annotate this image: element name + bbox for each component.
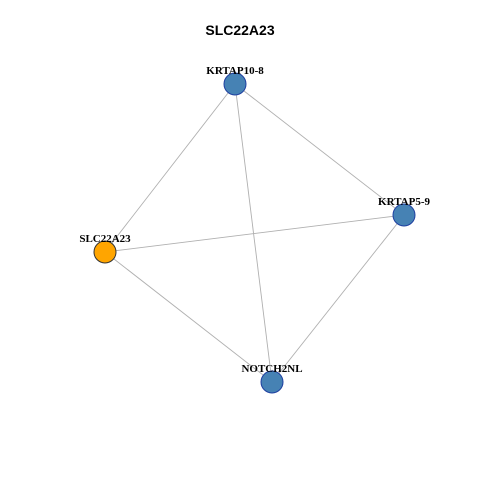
- node-layer: [93, 72, 416, 394]
- edge-krtap5-9-notch2nl: [271, 214, 405, 383]
- node-label-krtap10-8: KRTAP10-8: [206, 65, 264, 77]
- edge-slc22a23-notch2nl: [104, 251, 273, 383]
- node-krtap5-9[interactable]: [392, 203, 416, 227]
- diagram-title: SLC22A23: [205, 22, 275, 38]
- edge-krtap10-8-slc22a23: [104, 83, 236, 253]
- edge-slc22a23-krtap5-9: [104, 214, 405, 253]
- edge-krtap10-8-krtap5-9: [234, 83, 405, 216]
- node-label-notch2nl: NOTCH2NL: [241, 363, 302, 375]
- node-label-slc22a23: SLC22A23: [79, 233, 131, 245]
- node-krtap10-8[interactable]: [223, 72, 247, 96]
- edge-krtap10-8-notch2nl: [234, 83, 273, 383]
- node-label-krtap5-9: KRTAP5-9: [378, 196, 430, 208]
- node-slc22a23[interactable]: [93, 240, 117, 264]
- node-notch2nl[interactable]: [260, 370, 284, 394]
- edge-layer: [104, 83, 405, 383]
